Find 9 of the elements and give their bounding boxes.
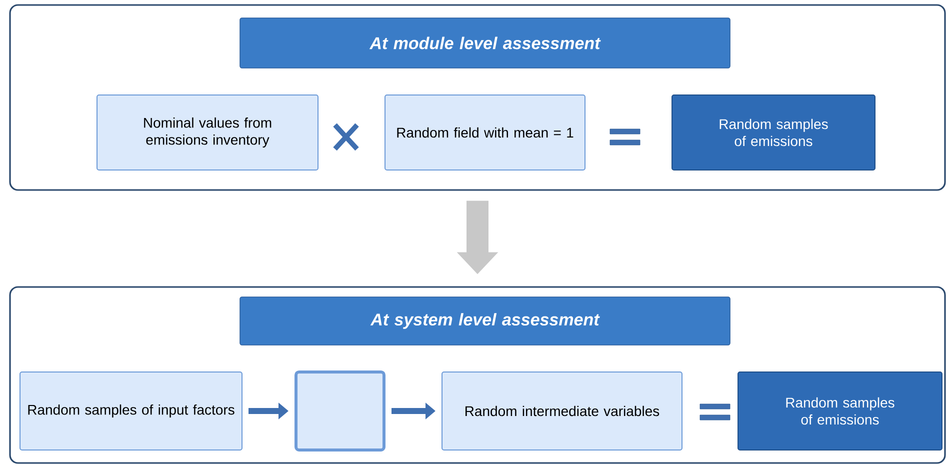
process-box: Random intermediate variables — [442, 372, 682, 450]
result-box: Random samples of emissions — [672, 94, 876, 170]
tool-box — [294, 370, 386, 452]
result-box: Random samples of emissions — [738, 372, 942, 450]
heading-banner: At system level assessment — [240, 296, 730, 346]
process-box: Random samples of input factors — [20, 372, 242, 450]
heading-banner: At module level assessment — [240, 18, 730, 68]
process-box: Nominal values from emissions inventory — [96, 94, 318, 170]
process-box: Random field with mean = 1 — [384, 94, 586, 170]
